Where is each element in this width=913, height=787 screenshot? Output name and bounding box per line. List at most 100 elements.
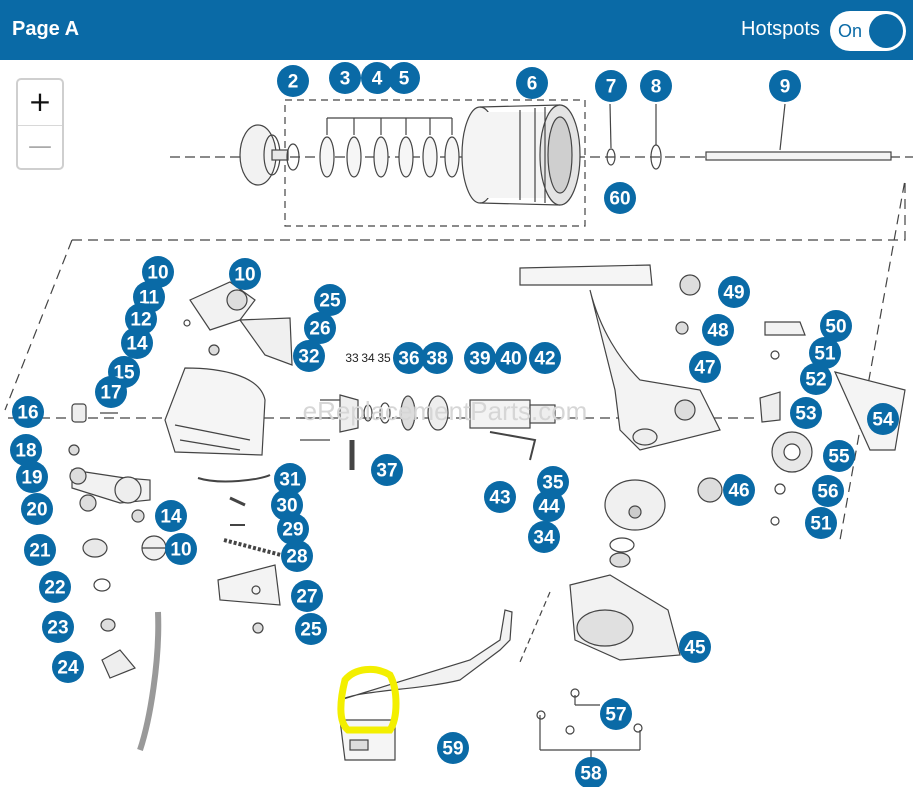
hotspot-marker[interactable] bbox=[769, 70, 801, 102]
hotspot-19[interactable]: 19 bbox=[16, 461, 48, 493]
hotspot-43[interactable]: 43 bbox=[484, 481, 516, 513]
hotspot-marker[interactable] bbox=[95, 376, 127, 408]
hotspot-marker[interactable] bbox=[702, 314, 734, 346]
toggle-knob[interactable] bbox=[869, 14, 903, 48]
hotspot-marker[interactable] bbox=[304, 312, 336, 344]
hotspot-marker[interactable] bbox=[24, 534, 56, 566]
hotspot-marker[interactable] bbox=[805, 507, 837, 539]
hotspot-marker[interactable] bbox=[165, 533, 197, 565]
hotspot-12[interactable]: 12 bbox=[125, 303, 157, 335]
hotspot-44[interactable]: 44 bbox=[533, 490, 565, 522]
hotspot-39[interactable]: 39 bbox=[464, 342, 496, 374]
hotspot-25[interactable]: 25 bbox=[295, 613, 327, 645]
hotspot-23[interactable]: 23 bbox=[42, 611, 74, 643]
hotspot-27[interactable]: 27 bbox=[291, 580, 323, 612]
hotspot-marker[interactable] bbox=[371, 454, 403, 486]
hotspot-marker[interactable] bbox=[277, 513, 309, 545]
hotspot-10[interactable]: 10 bbox=[229, 258, 261, 290]
hotspot-49[interactable]: 49 bbox=[718, 276, 750, 308]
hotspot-marker[interactable] bbox=[393, 342, 425, 374]
hotspot-marker[interactable] bbox=[142, 256, 174, 288]
hotspot-8[interactable]: 8 bbox=[640, 70, 672, 102]
hotspot-marker[interactable] bbox=[595, 70, 627, 102]
hotspot-marker[interactable] bbox=[516, 67, 548, 99]
hotspot-marker[interactable] bbox=[823, 440, 855, 472]
hotspot-marker[interactable] bbox=[537, 466, 569, 498]
hotspot-marker[interactable] bbox=[812, 475, 844, 507]
hotspot-marker[interactable] bbox=[790, 397, 822, 429]
zoom-in-button[interactable]: + bbox=[28, 85, 52, 118]
hotspot-marker[interactable] bbox=[277, 65, 309, 97]
hotspot-42[interactable]: 42 bbox=[529, 342, 561, 374]
hotspot-46[interactable]: 46 bbox=[723, 474, 755, 506]
hotspot-marker[interactable] bbox=[121, 327, 153, 359]
hotspot-marker[interactable] bbox=[800, 363, 832, 395]
hotspot-marker[interactable] bbox=[229, 258, 261, 290]
hotspot-marker[interactable] bbox=[388, 62, 420, 94]
hotspot-marker[interactable] bbox=[600, 698, 632, 730]
hotspot-32[interactable]: 32 bbox=[293, 340, 325, 372]
hotspot-25[interactable]: 25 bbox=[314, 284, 346, 316]
hotspot-10[interactable]: 10 bbox=[165, 533, 197, 565]
hotspot-marker[interactable] bbox=[293, 340, 325, 372]
hotspot-marker[interactable] bbox=[10, 434, 42, 466]
hotspot-20[interactable]: 20 bbox=[21, 493, 53, 525]
hotspot-54[interactable]: 54 bbox=[867, 403, 899, 435]
hotspot-marker[interactable] bbox=[604, 182, 636, 214]
hotspot-14[interactable]: 14 bbox=[155, 500, 187, 532]
hotspot-55[interactable]: 55 bbox=[823, 440, 855, 472]
hotspot-marker[interactable] bbox=[723, 474, 755, 506]
hotspot-47[interactable]: 47 bbox=[689, 351, 721, 383]
zoom-out-button[interactable]: — bbox=[28, 132, 52, 160]
hotspot-marker[interactable] bbox=[528, 521, 560, 553]
hotspot-marker[interactable] bbox=[464, 342, 496, 374]
hotspot-7[interactable]: 7 bbox=[595, 70, 627, 102]
hotspot-marker[interactable] bbox=[718, 276, 750, 308]
hotspot-marker[interactable] bbox=[867, 403, 899, 435]
hotspot-marker[interactable] bbox=[12, 396, 44, 428]
hotspot-4[interactable]: 4 bbox=[361, 62, 393, 94]
hotspot-17[interactable]: 17 bbox=[95, 376, 127, 408]
hotspot-28[interactable]: 28 bbox=[281, 540, 313, 572]
hotspot-18[interactable]: 18 bbox=[10, 434, 42, 466]
hotspot-marker[interactable] bbox=[809, 337, 841, 369]
hotspot-59[interactable]: 59 bbox=[437, 732, 469, 764]
hotspot-marker[interactable] bbox=[679, 631, 711, 663]
hotspot-58[interactable]: 58 bbox=[575, 757, 607, 787]
hotspot-48[interactable]: 48 bbox=[702, 314, 734, 346]
hotspot-60[interactable]: 60 bbox=[604, 182, 636, 214]
hotspot-35[interactable]: 35 bbox=[537, 466, 569, 498]
hotspot-marker[interactable] bbox=[291, 580, 323, 612]
hotspot-marker[interactable] bbox=[125, 303, 157, 335]
hotspot-38[interactable]: 38 bbox=[421, 342, 453, 374]
hotspot-53[interactable]: 53 bbox=[790, 397, 822, 429]
hotspot-21[interactable]: 21 bbox=[24, 534, 56, 566]
hotspot-marker[interactable] bbox=[281, 540, 313, 572]
hotspot-marker[interactable] bbox=[640, 70, 672, 102]
hotspot-marker[interactable] bbox=[271, 489, 303, 521]
hotspot-57[interactable]: 57 bbox=[600, 698, 632, 730]
hotspot-40[interactable]: 40 bbox=[495, 342, 527, 374]
hotspot-29[interactable]: 29 bbox=[277, 513, 309, 545]
hotspot-56[interactable]: 56 bbox=[812, 475, 844, 507]
hotspot-45[interactable]: 45 bbox=[679, 631, 711, 663]
hotspot-marker[interactable] bbox=[274, 463, 306, 495]
hotspot-2[interactable]: 2 bbox=[277, 65, 309, 97]
hotspot-marker[interactable] bbox=[314, 284, 346, 316]
hotspot-16[interactable]: 16 bbox=[12, 396, 44, 428]
hotspot-marker[interactable] bbox=[16, 461, 48, 493]
hotspot-marker[interactable] bbox=[421, 342, 453, 374]
hotspot-3[interactable]: 3 bbox=[329, 62, 361, 94]
hotspot-9[interactable]: 9 bbox=[769, 70, 801, 102]
hotspot-6[interactable]: 6 bbox=[516, 67, 548, 99]
hotspot-51[interactable]: 51 bbox=[805, 507, 837, 539]
hotspot-marker[interactable] bbox=[484, 481, 516, 513]
hotspot-34[interactable]: 34 bbox=[528, 521, 560, 553]
hotspot-marker[interactable] bbox=[689, 351, 721, 383]
hotspot-50[interactable]: 50 bbox=[820, 310, 852, 342]
hotspot-marker[interactable] bbox=[21, 493, 53, 525]
hotspot-5[interactable]: 5 bbox=[388, 62, 420, 94]
hotspot-marker[interactable] bbox=[39, 571, 71, 603]
hotspot-22[interactable]: 22 bbox=[39, 571, 71, 603]
hotspot-marker[interactable] bbox=[361, 62, 393, 94]
